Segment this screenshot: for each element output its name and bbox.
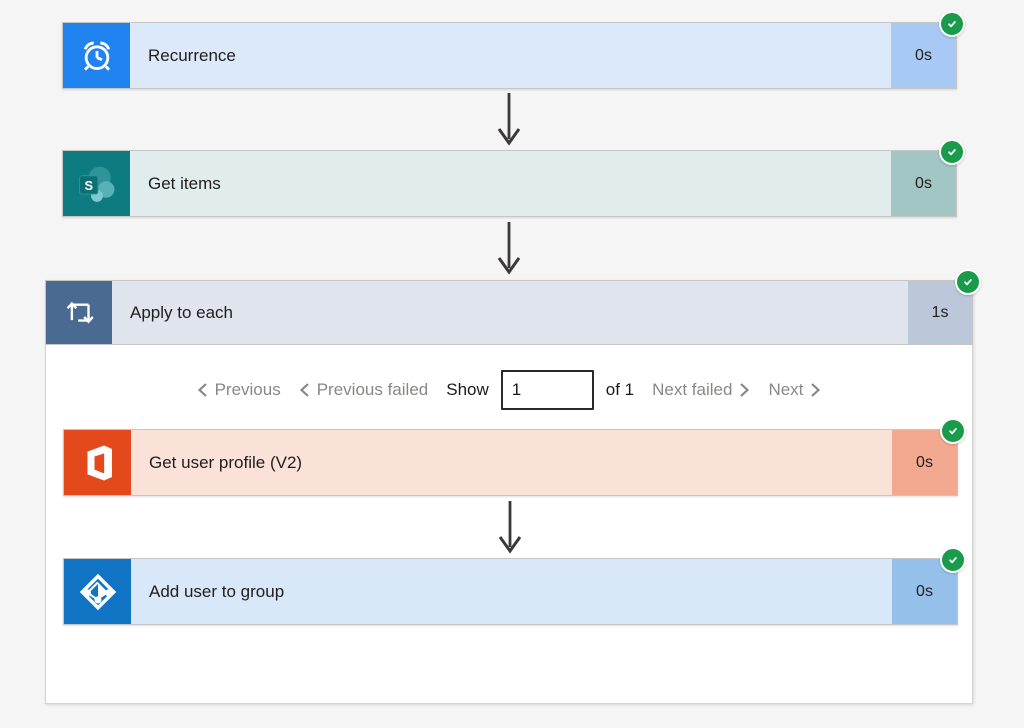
connector-arrow-icon	[496, 501, 524, 555]
check-icon	[945, 145, 959, 159]
success-badge	[939, 139, 965, 165]
chevron-right-icon	[739, 382, 750, 398]
action-card-add-user-to-group[interactable]: Add user to group 0s	[63, 547, 966, 625]
action-card-recurrence[interactable]: Recurrence 0s	[62, 11, 965, 89]
iteration-pager: Previous Previous failed Show of 1 Next …	[46, 367, 972, 413]
office-icon	[64, 430, 131, 495]
action-card-get-items[interactable]: S Get items 0s	[62, 139, 965, 217]
action-title: Recurrence	[148, 45, 236, 65]
connector-arrow-icon	[495, 93, 523, 147]
azure-ad-icon	[64, 559, 131, 624]
action-card-apply-to-each[interactable]: Apply to each 1s	[45, 269, 981, 345]
sharepoint-icon: S	[63, 151, 130, 216]
previous-button[interactable]: Previous	[197, 380, 281, 400]
success-badge	[939, 11, 965, 37]
action-title: Apply to each	[130, 302, 234, 322]
action-duration: 0s	[891, 151, 956, 216]
apply-to-each-scope: Apply to each 1s Previous Previous faile…	[45, 269, 981, 704]
success-badge	[940, 547, 966, 573]
success-badge	[940, 418, 966, 444]
check-icon	[961, 275, 975, 289]
show-label: Show	[446, 380, 489, 399]
svg-text:S: S	[84, 177, 93, 192]
check-icon	[946, 424, 960, 438]
action-title: Get user profile (V2)	[149, 452, 303, 472]
connector-arrow-icon	[495, 222, 523, 276]
previous-failed-button[interactable]: Previous failed	[299, 380, 428, 400]
chevron-left-icon	[299, 382, 310, 398]
chevron-left-icon	[197, 382, 208, 398]
next-failed-button[interactable]: Next failed	[652, 380, 750, 400]
chevron-right-icon	[810, 382, 821, 398]
action-title: Get items	[148, 173, 221, 193]
check-icon	[946, 553, 960, 567]
alarm-clock-icon	[63, 23, 130, 88]
next-button[interactable]: Next	[768, 380, 821, 400]
check-icon	[945, 17, 959, 31]
loop-icon	[46, 281, 112, 344]
success-badge	[955, 269, 981, 295]
page-number-input[interactable]	[500, 370, 594, 410]
action-card-get-user-profile[interactable]: Get user profile (V2) 0s	[63, 418, 966, 496]
of-label: of 1	[605, 380, 635, 399]
action-title: Add user to group	[149, 581, 285, 601]
